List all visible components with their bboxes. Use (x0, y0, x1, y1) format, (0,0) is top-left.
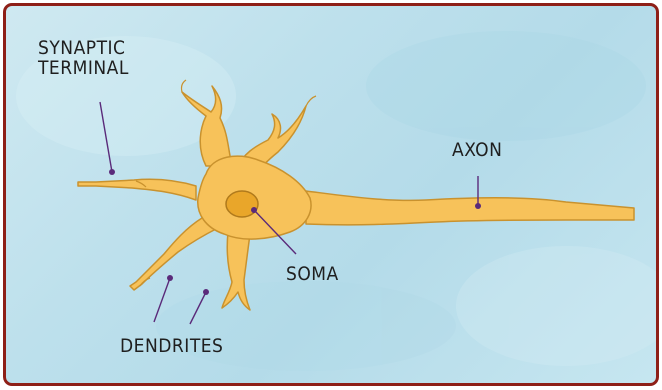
diagram-frame: SYNAPTIC TERMINAL AXON SOMA DENDRITES (3, 3, 659, 386)
label-synaptic-terminal-line1: SYNAPTIC (38, 38, 126, 58)
axon-shape (306, 191, 634, 225)
label-axon: AXON (452, 140, 502, 160)
label-soma: SOMA (286, 264, 339, 284)
dendrite-left (78, 179, 196, 200)
label-synaptic-terminal-line2: TERMINAL (38, 58, 129, 78)
nucleus (226, 191, 258, 217)
label-dendrites: DENDRITES (120, 336, 223, 356)
dendrite-lower-left (130, 218, 218, 290)
